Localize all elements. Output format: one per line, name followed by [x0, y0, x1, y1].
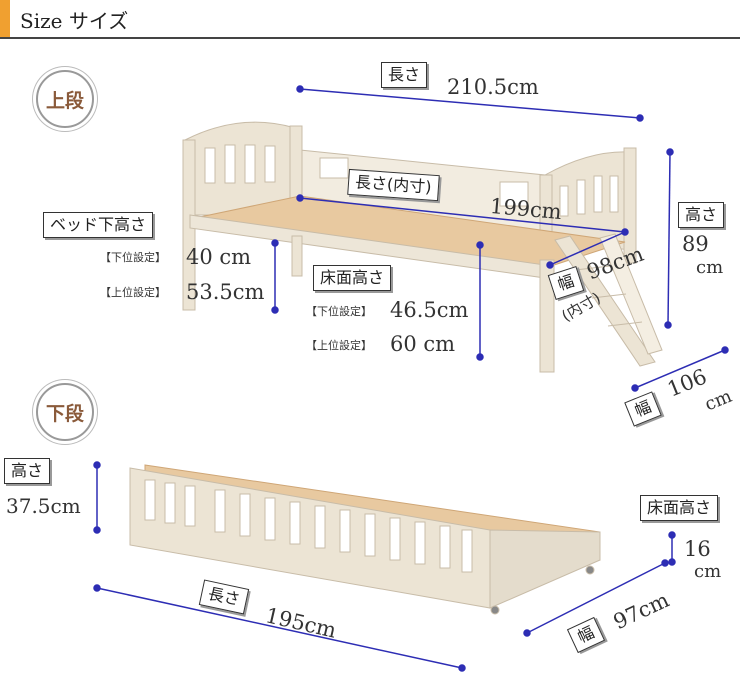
upper-height-value: 89: [682, 232, 709, 256]
lower-floor-height-value: 16: [684, 537, 711, 561]
bed-under-low-tag: 【下位設定】: [100, 251, 166, 264]
upper-floor-height-label: 床面高さ: [313, 265, 392, 291]
upper-tier-label: 上段: [45, 90, 84, 112]
upper-height-unit: cm: [696, 257, 724, 278]
lower-height-label: 高さ: [4, 458, 51, 484]
upper-inner-length-value: 199cm: [489, 193, 563, 225]
header-accent-bar: [0, 0, 10, 38]
dimension-lines: [93, 85, 729, 672]
lower-tier-label: 下段: [45, 403, 84, 425]
floor-high-tag: 【上位設定】: [306, 339, 372, 352]
upper-length-value: 210.5cm: [447, 75, 539, 99]
bed-under-high-tag: 【上位設定】: [100, 286, 166, 299]
bed-under-low-value: 40 cm: [186, 245, 252, 269]
lower-height-value: 37.5cm: [6, 494, 81, 518]
lower-floor-height-unit: cm: [694, 561, 722, 582]
upper-length-label: 長さ: [381, 62, 428, 88]
section-title: Size サイズ: [20, 9, 129, 33]
floor-low-value: 46.5cm: [390, 298, 469, 322]
lower-tier-badge: 下段: [36, 383, 94, 441]
floor-high-value: 60 cm: [390, 332, 456, 356]
section-header: Size サイズ: [0, 0, 740, 39]
header-rule: [0, 37, 740, 39]
upper-height-label: 高さ: [678, 202, 725, 228]
upper-bed-drawing: [182, 121, 663, 373]
bed-under-high-value: 53.5cm: [186, 280, 265, 304]
lower-floor-height-label: 床面高さ: [640, 495, 719, 521]
bed-under-height-label: ベッド下高さ: [43, 212, 154, 238]
floor-low-tag: 【下位設定】: [306, 305, 372, 318]
upper-tier-badge: 上段: [36, 70, 94, 128]
lower-bed-drawing: [129, 464, 601, 615]
